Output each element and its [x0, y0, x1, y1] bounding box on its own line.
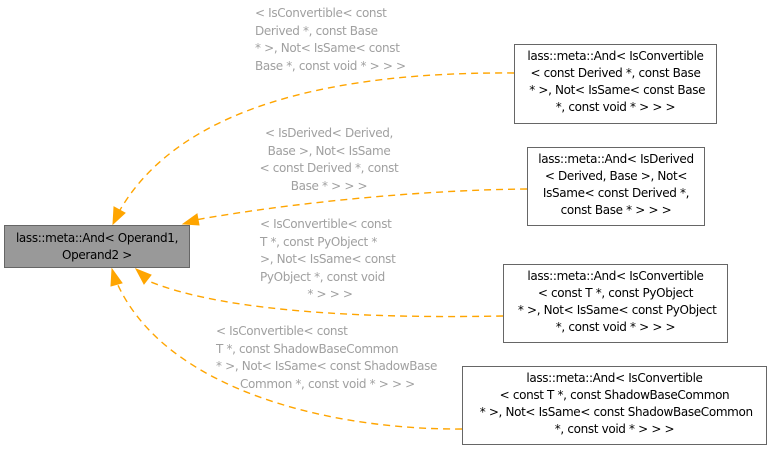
edge-label-2: < IsDerived< Derived, Base >, Not< IsSam… — [259, 126, 399, 193]
base-class-node[interactable]: lass::meta::And< Operand1, Operand2 > — [4, 225, 190, 268]
arrowhead-4 — [110, 267, 123, 287]
arrowhead-3 — [134, 268, 152, 285]
arrowhead-1 — [112, 206, 126, 226]
edge-label-line: < IsConvertible< const — [216, 324, 348, 338]
edge-label-line: * >, Not< IsSame< const ShadowBase — [216, 359, 438, 373]
derived-node-3[interactable]: lass::meta::And< IsConvertible < const T… — [503, 264, 728, 343]
edge-label-line: Common *, const void * > > > — [240, 376, 415, 391]
edge-label-line: >, Not< IsSame< const — [260, 252, 396, 266]
edge-line-3 — [145, 279, 504, 318]
derived-node-2[interactable]: lass::meta::And< IsDerived < Derived, Ba… — [527, 147, 705, 226]
edge-label-4: < IsConvertible< const T *, const ShadowB… — [216, 323, 437, 393]
edge-label-line: * > > > — [307, 287, 353, 301]
edge-label-3: < IsConvertible< const T *, const PyObjec… — [260, 216, 400, 304]
edge-label-line: < IsConvertible< const — [260, 217, 392, 231]
edge-label-line: T *, const ShadowBaseCommon — [216, 341, 399, 356]
arrowhead-2 — [181, 213, 200, 226]
derived-node-1[interactable]: lass::meta::And< IsConvertible < const D… — [514, 44, 717, 124]
edge-line-4 — [116, 282, 463, 430]
derived-node-4[interactable]: lass::meta::And< IsConvertible < const T… — [462, 366, 767, 445]
edge-label-line: T *, const PyObject * — [260, 234, 377, 249]
edge-label-line: PyObject *, const void — [260, 269, 385, 284]
edge-line-2 — [194, 188, 528, 221]
edge-line-1 — [119, 72, 515, 211]
edge-label-1: < IsConvertible< const Derived *, const … — [255, 6, 406, 73]
